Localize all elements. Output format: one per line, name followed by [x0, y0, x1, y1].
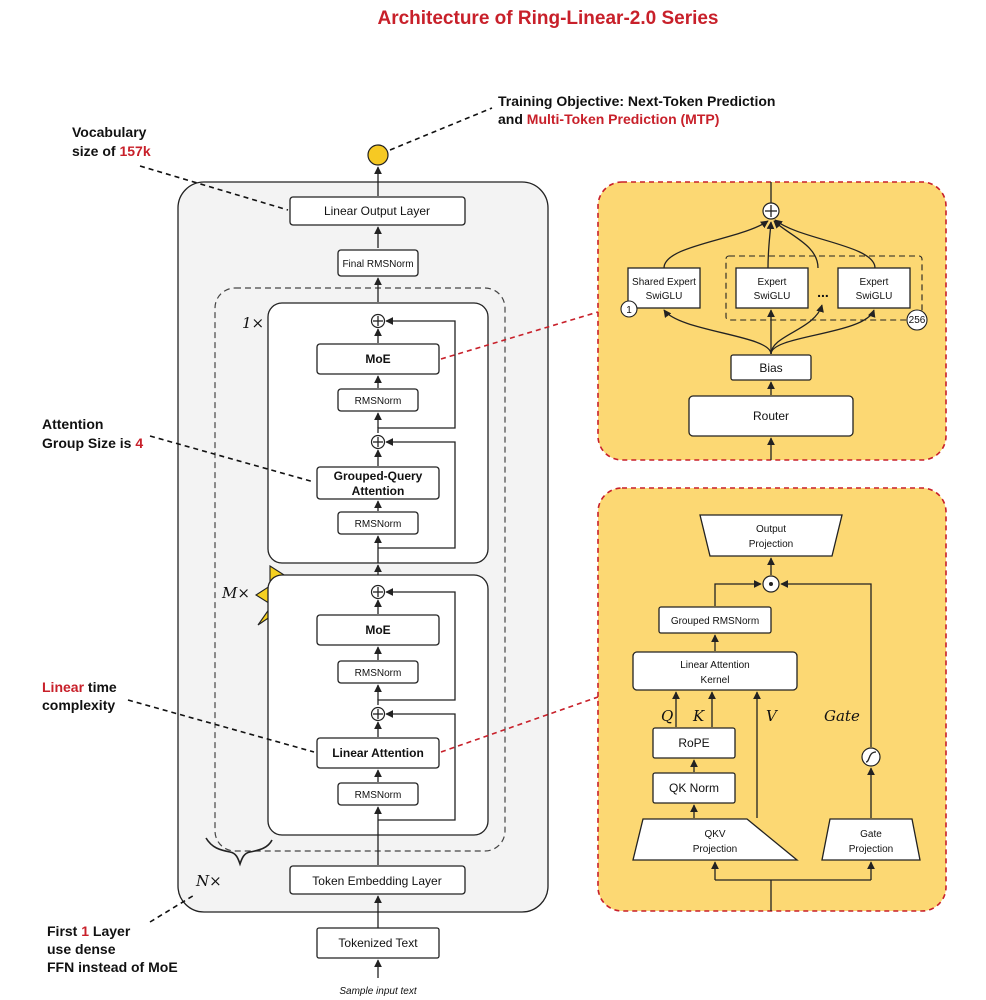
svg-text:Attention: Attention [352, 484, 405, 498]
rope-box [652, 727, 736, 759]
svg-text:QK Norm: QK Norm [669, 781, 719, 795]
svg-text:Linear Output Layer: Linear Output Layer [324, 204, 430, 218]
moe-box-top [316, 343, 440, 375]
svg-text:Output: Output [756, 524, 786, 535]
k-label: K [692, 707, 705, 725]
svg-text:MoE: MoE [365, 352, 390, 366]
attn-line1: Attention [42, 416, 103, 432]
output-projection-box [699, 514, 843, 557]
badge-one [620, 300, 638, 318]
svg-text:RMSNorm: RMSNorm [355, 790, 402, 801]
svg-text:Expert: Expert [758, 277, 787, 288]
linear-output-layer [289, 196, 466, 226]
svg-text:Grouped RMSNorm: Grouped RMSNorm [671, 616, 759, 627]
svg-text:Projection: Projection [849, 844, 893, 855]
svg-text:SwiGLU: SwiGLU [646, 291, 683, 302]
linear-attention-box [316, 737, 440, 769]
tokenized-text-box [316, 927, 440, 959]
svg-text:MoE: MoE [365, 623, 390, 637]
qk-norm-box [652, 772, 736, 804]
svg-text:RMSNorm: RMSNorm [355, 668, 402, 679]
bias-box [730, 354, 812, 381]
svg-text:Linear Attention: Linear Attention [332, 746, 424, 760]
objective-line2: and Multi-Token Prediction (MTP) [498, 111, 719, 127]
svg-text:256: 256 [909, 315, 926, 326]
svg-text:Projection: Projection [749, 539, 793, 550]
linear-line1: Linear time [42, 679, 117, 695]
badge-256 [906, 309, 928, 331]
rmsnorm-box-1 [337, 388, 419, 412]
diagram-title: Architecture of Ring-Linear-2.0 Series [377, 8, 718, 29]
linear-attention-detail-panel [597, 487, 947, 912]
routed-experts-group [725, 255, 923, 321]
v-label: V [766, 707, 779, 725]
moe-box-bottom [316, 614, 440, 646]
svg-text:Grouped-Query: Grouped-Query [334, 469, 423, 483]
attn-line2: Group Size is 4 [42, 435, 143, 451]
rmsnorm-box-4 [337, 782, 419, 806]
svg-text:RMSNorm: RMSNorm [355, 519, 402, 530]
token-embedding-layer [289, 865, 466, 895]
qkv-projection-box [632, 818, 799, 861]
repeat-n-label: N× [195, 872, 222, 890]
output-dot [367, 144, 389, 166]
repeat-m-label: M× [221, 584, 250, 602]
svg-text:Router: Router [753, 409, 789, 423]
expert-box-n [837, 267, 911, 309]
first-line2: use dense [47, 941, 116, 957]
q-label: Q [661, 707, 673, 725]
vocab-line2: size of 157k [72, 143, 151, 159]
grouped-query-attention-box [316, 466, 440, 500]
svg-text:RoPE: RoPE [678, 736, 709, 750]
brace-icon [205, 837, 273, 867]
svg-text:Expert: Expert [860, 277, 889, 288]
sigmoid-icon [861, 747, 881, 767]
final-rmsnorm [337, 249, 419, 277]
experts-ellipsis: ... [817, 284, 829, 300]
sample-input-text: Sample input text [339, 986, 417, 997]
svg-text:Projection: Projection [693, 844, 737, 855]
gate-label: Gate [824, 707, 860, 725]
svg-text:Bias: Bias [759, 361, 782, 375]
svg-text:Token Embedding Layer: Token Embedding Layer [312, 874, 441, 888]
grouped-rmsnorm-box [658, 606, 772, 634]
repeat-1x-label: 1× [242, 314, 264, 332]
shared-expert-box [627, 267, 701, 309]
rmsnorm-box-3 [337, 660, 419, 684]
rmsnorm-box-2 [337, 511, 419, 535]
expert-box-1 [735, 267, 809, 309]
svg-text:Gate: Gate [860, 829, 882, 840]
svg-text:SwiGLU: SwiGLU [856, 291, 893, 302]
svg-text:1: 1 [626, 305, 632, 316]
objective-line1: Training Objective: Next-Token Predictio… [498, 93, 775, 109]
svg-text:Shared Expert: Shared Expert [632, 277, 696, 288]
vocab-line1: Vocabulary [72, 124, 147, 140]
first-line3: FFN instead of MoE [47, 959, 178, 975]
svg-text:SwiGLU: SwiGLU [754, 291, 791, 302]
first-line1: First 1 Layer [47, 923, 131, 939]
svg-text:Final RMSNorm: Final RMSNorm [342, 259, 413, 270]
linear-line2: complexity [42, 697, 115, 713]
svg-text:Kernel: Kernel [701, 675, 730, 686]
router-box [688, 395, 854, 437]
linear-attention-kernel-box [632, 651, 798, 691]
svg-text:Tokenized Text: Tokenized Text [338, 936, 418, 950]
gate-projection-box [821, 818, 921, 861]
svg-text:QKV: QKV [704, 829, 725, 840]
layer-group-dashed [214, 287, 506, 852]
svg-text:Linear Attention: Linear Attention [680, 660, 750, 671]
svg-text:RMSNorm: RMSNorm [355, 396, 402, 407]
